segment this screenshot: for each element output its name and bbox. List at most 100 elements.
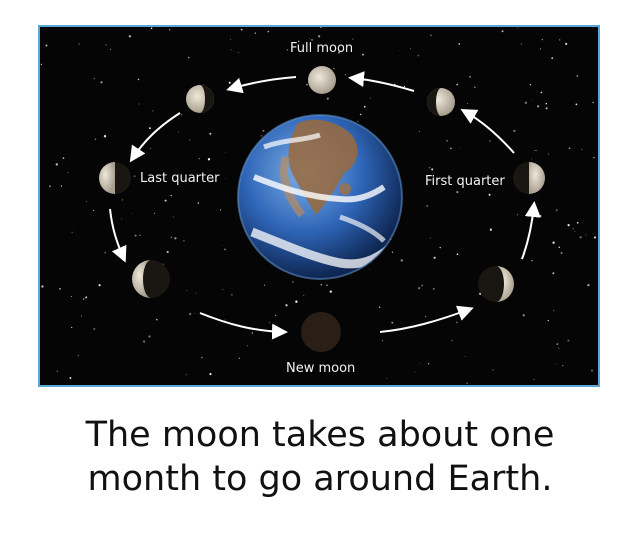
moon-new — [301, 312, 341, 352]
star — [224, 248, 226, 251]
star — [467, 102, 469, 104]
star — [131, 213, 133, 214]
star — [489, 228, 493, 231]
star — [183, 239, 185, 242]
star — [363, 105, 366, 108]
star — [207, 158, 211, 161]
star — [446, 140, 448, 142]
star — [150, 27, 153, 29]
star — [466, 382, 468, 384]
star — [152, 110, 154, 112]
star — [181, 114, 183, 116]
star — [137, 78, 140, 81]
star — [326, 284, 329, 287]
star — [558, 347, 560, 349]
star — [237, 386, 239, 387]
star — [473, 86, 476, 89]
star — [298, 40, 300, 42]
star — [533, 378, 535, 380]
star — [186, 289, 188, 291]
star — [174, 237, 177, 240]
moon-waning-crescent — [132, 260, 170, 298]
star — [559, 39, 561, 41]
star — [419, 362, 421, 364]
star — [194, 312, 196, 314]
moon-phases-figure: Full moon First quarter Last quarter New… — [38, 25, 600, 387]
star — [458, 43, 461, 45]
star — [185, 374, 187, 376]
star — [306, 83, 308, 86]
star — [49, 185, 51, 188]
label-full-moon: Full moon — [290, 41, 354, 56]
star — [93, 209, 95, 212]
star — [262, 129, 265, 132]
star — [134, 234, 137, 237]
star — [371, 262, 372, 263]
star — [545, 102, 548, 105]
star — [593, 133, 595, 135]
star — [201, 356, 203, 359]
star — [488, 139, 491, 142]
star — [572, 228, 574, 230]
star — [576, 75, 579, 77]
star — [103, 135, 107, 138]
star — [552, 241, 555, 244]
star — [551, 57, 554, 59]
star — [189, 139, 191, 141]
star — [78, 43, 80, 45]
star — [260, 135, 263, 137]
star — [224, 319, 226, 321]
star — [451, 340, 453, 342]
star — [225, 152, 226, 154]
star — [400, 259, 403, 262]
star — [166, 250, 169, 253]
star — [492, 369, 494, 371]
star — [590, 369, 594, 372]
star — [417, 54, 420, 57]
star — [40, 63, 43, 66]
star — [399, 50, 400, 51]
star — [369, 97, 371, 99]
star — [547, 153, 550, 155]
star — [539, 48, 542, 50]
star — [524, 101, 527, 104]
star — [292, 281, 294, 283]
star — [221, 245, 223, 246]
star — [540, 91, 543, 94]
star — [71, 326, 73, 329]
star — [433, 256, 436, 259]
star — [329, 290, 332, 293]
star — [430, 34, 432, 36]
star — [597, 361, 598, 363]
star — [456, 253, 459, 256]
star — [121, 218, 122, 220]
star — [555, 209, 558, 212]
star — [501, 30, 504, 33]
star — [230, 38, 232, 40]
star — [187, 56, 190, 59]
star — [168, 29, 171, 31]
star — [344, 74, 346, 76]
star — [94, 138, 97, 140]
star — [456, 83, 459, 86]
star — [531, 260, 533, 262]
moon-last-quarter — [99, 162, 131, 194]
star — [567, 224, 570, 227]
star — [338, 51, 341, 54]
star — [567, 339, 570, 342]
arrow-waning-crescent-to-new — [199, 312, 288, 340]
arrow-full-to-waning-gibbous — [226, 76, 297, 94]
star — [556, 363, 557, 365]
star — [575, 103, 578, 106]
star — [170, 236, 172, 238]
star — [197, 202, 199, 204]
star — [240, 28, 243, 31]
star — [428, 166, 431, 169]
star — [421, 284, 424, 287]
star — [581, 148, 583, 150]
star — [195, 292, 197, 294]
star — [541, 38, 543, 41]
star — [104, 251, 106, 254]
star — [593, 156, 595, 159]
star — [565, 42, 568, 46]
